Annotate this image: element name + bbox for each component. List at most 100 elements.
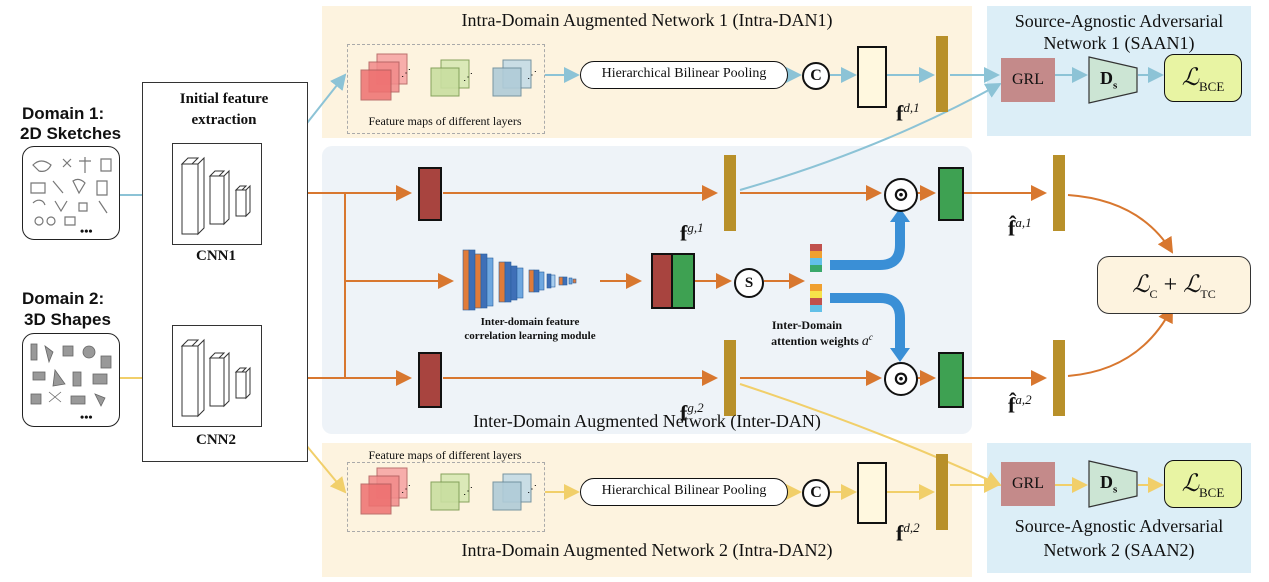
fa1-sup: a,1 (1015, 215, 1032, 230)
fa1-symbol: f̂ (1008, 215, 1016, 241)
red-feature-g2 (418, 352, 442, 408)
intra-dan2-title: Intra-Domain Augmented Network 2 (Intra-… (461, 540, 833, 560)
saan1-loss-symbol: ℒ (1181, 65, 1199, 91)
saan1-discriminator (1088, 56, 1138, 104)
saan2-loss-symbol: ℒ (1181, 471, 1199, 497)
domain2-title: Domain 2: (22, 289, 105, 308)
intra1-pooling-box: Hierarchical Bilinear Pooling (580, 61, 788, 89)
fg1-label: fg,1 (680, 220, 704, 246)
saan1-title-line1: Source-Agnostic Adversarial (1014, 11, 1224, 31)
loss-c-sub: C (1149, 286, 1158, 301)
intra1-feature-sup: d,1 (903, 100, 920, 115)
intra2-maps-frame (347, 462, 545, 532)
fa2-label: f̂a,2 (1008, 392, 1032, 418)
intra2-pooling-box: Hierarchical Bilinear Pooling (580, 478, 788, 506)
intra2-concat-node: C (802, 479, 830, 507)
fa2-symbol: f̂ (1008, 392, 1016, 418)
softmax-node: S (734, 268, 764, 298)
loss-tc-symbol: ℒ (1183, 272, 1201, 298)
svg-text:⋰: ⋰ (527, 484, 537, 495)
intra2-feature-symbol: f (896, 520, 904, 546)
green-feature-a2 (938, 352, 964, 408)
intra1-maps-frame (347, 44, 545, 134)
domain2-subtitle: 3D Shapes (24, 310, 111, 329)
extraction-title-line1: Initial feature (179, 91, 269, 107)
saan2-title-line1: Source-Agnostic Adversarial (1014, 516, 1224, 536)
mult-node-2: ⊙ (884, 362, 918, 396)
intra1-feature-bar (936, 36, 948, 112)
domain1-subtitle: 2D Sketches (20, 124, 122, 143)
total-loss-box: ℒC + ℒTC (1097, 256, 1251, 314)
feature-bar-a1 (1053, 155, 1065, 231)
saan2-loss-sub: BCE (1199, 484, 1225, 500)
intra2-maps-label: Feature maps of different layers (368, 448, 522, 462)
saan1-ds-sub: s (1113, 79, 1118, 92)
fa1-label: f̂a,1 (1008, 215, 1032, 241)
saan2-ds-sub: s (1113, 483, 1118, 496)
module-label-line2: correlation learning module (464, 330, 596, 342)
attention-sup: c (868, 332, 873, 342)
svg-text:⋰: ⋰ (463, 72, 473, 83)
saan1-bce-loss: ℒBCE (1164, 54, 1242, 102)
saan2-discriminator (1088, 460, 1138, 508)
intra2-feature-sup: d,2 (903, 520, 920, 535)
loss-plus: + (1163, 272, 1178, 298)
domain1-ellipsis: ••• (80, 224, 93, 238)
saan1-ds-symbol: D (1100, 68, 1113, 88)
saan2-bce-loss: ℒBCE (1164, 460, 1242, 508)
fg2-label: fg,2 (680, 400, 704, 426)
saan2-title-line2: Network 2 (SAAN2) (1043, 540, 1195, 560)
sketch-thumbnails (30, 157, 112, 226)
loss-tc-sub: TC (1200, 286, 1216, 301)
attention-label-line1: Inter-Domain (771, 318, 843, 332)
intra1-pooled-vector (857, 46, 887, 108)
domain2-ellipsis: ••• (80, 410, 93, 424)
saan1-grl-block: GRL (1001, 58, 1055, 102)
fg2-sup: g,2 (687, 400, 704, 415)
saan2-grl-block: GRL (1001, 462, 1055, 506)
fg1-sup: g,1 (687, 220, 704, 235)
shape-thumbnails (30, 343, 112, 407)
intra1-concat-node: C (802, 62, 830, 90)
intra1-maps-label: Feature maps of different layers (368, 114, 522, 128)
mult-node-1: ⊙ (884, 178, 918, 212)
inter-dan-title: Inter-Domain Augmented Network (Inter-DA… (473, 411, 821, 431)
cnn2-layers (180, 338, 251, 418)
svg-text:⋰: ⋰ (401, 68, 411, 79)
attention-weight-stacks (810, 244, 822, 312)
module-label-line1: Inter-domain feature (480, 316, 580, 328)
feature-bar-a2 (1053, 340, 1065, 416)
intra-dan1-title: Intra-Domain Augmented Network 1 (Intra-… (461, 10, 833, 30)
svg-text:⋰: ⋰ (527, 70, 537, 81)
green-feature-a1 (938, 167, 964, 221)
attention-label-text: attention weights (771, 334, 859, 348)
cnn1-label: CNN1 (196, 248, 236, 264)
saan1-title-line2: Network 1 (SAAN1) (1043, 33, 1195, 53)
correlation-module-graphic (462, 249, 577, 311)
intra1-feature-label: fd,1 (896, 100, 920, 126)
saan2-ds-label: Ds (1100, 472, 1117, 496)
fa2-sup: a,2 (1015, 392, 1032, 407)
saan2-ds-symbol: D (1100, 472, 1113, 492)
module-output-green (671, 253, 695, 309)
feature-bar-g2 (724, 340, 736, 416)
feature-bar-g1 (724, 155, 736, 231)
sketch-gallery (22, 146, 120, 240)
extraction-title-line2: extraction (191, 112, 257, 128)
intra1-feature-maps: ⋰ ⋰ ⋰ (360, 53, 537, 101)
shape-gallery (22, 333, 120, 427)
domain1-title: Domain 1: (22, 104, 105, 123)
attention-label-line2: attention weights ac (752, 332, 892, 350)
cnn2-label: CNN2 (196, 432, 236, 448)
loss-c-symbol: ℒ (1132, 272, 1150, 298)
svg-text:⋰: ⋰ (401, 484, 411, 495)
saan1-loss-sub: BCE (1199, 78, 1225, 94)
intra2-feature-label: fd,2 (896, 520, 920, 546)
saan1-ds-label: Ds (1100, 68, 1117, 92)
intra2-pooled-vector (857, 462, 887, 524)
red-feature-g1 (418, 167, 442, 221)
attention-symbol: a (861, 334, 869, 349)
intra2-feature-maps: ⋰ ⋰ ⋰ (360, 467, 537, 515)
intra2-feature-bar (936, 454, 948, 530)
intra1-feature-symbol: f (896, 100, 904, 126)
